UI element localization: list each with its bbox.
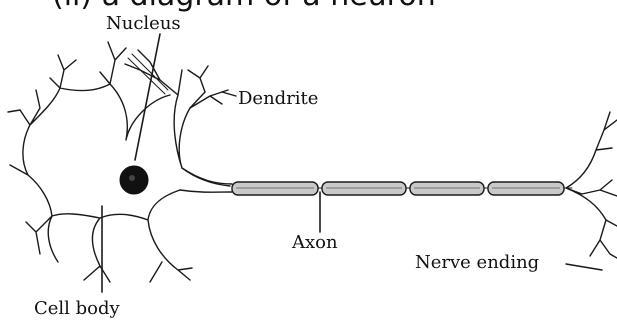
dendrite-label: Dendrite [238, 90, 318, 108]
myelin-segment [488, 182, 564, 195]
myelin-segment [322, 182, 406, 195]
myelin-segment [232, 182, 318, 195]
axon-label: Axon [292, 234, 338, 252]
cell-body-label: Cell body [34, 300, 120, 318]
nerve-ending-label: Nerve ending [415, 254, 539, 272]
cell-body-outline [8, 42, 230, 282]
dendrite-branch [188, 66, 228, 108]
nerve-ending-pointer [566, 264, 602, 270]
nucleus-label: Nucleus [106, 15, 181, 33]
axon-hillock [180, 168, 232, 192]
myelin-segment [410, 182, 484, 195]
nerve-ending-branches [566, 112, 617, 258]
dendrite-pointer [222, 92, 236, 96]
myelin-sheaths [232, 182, 564, 195]
nucleus-pointer [135, 34, 160, 160]
